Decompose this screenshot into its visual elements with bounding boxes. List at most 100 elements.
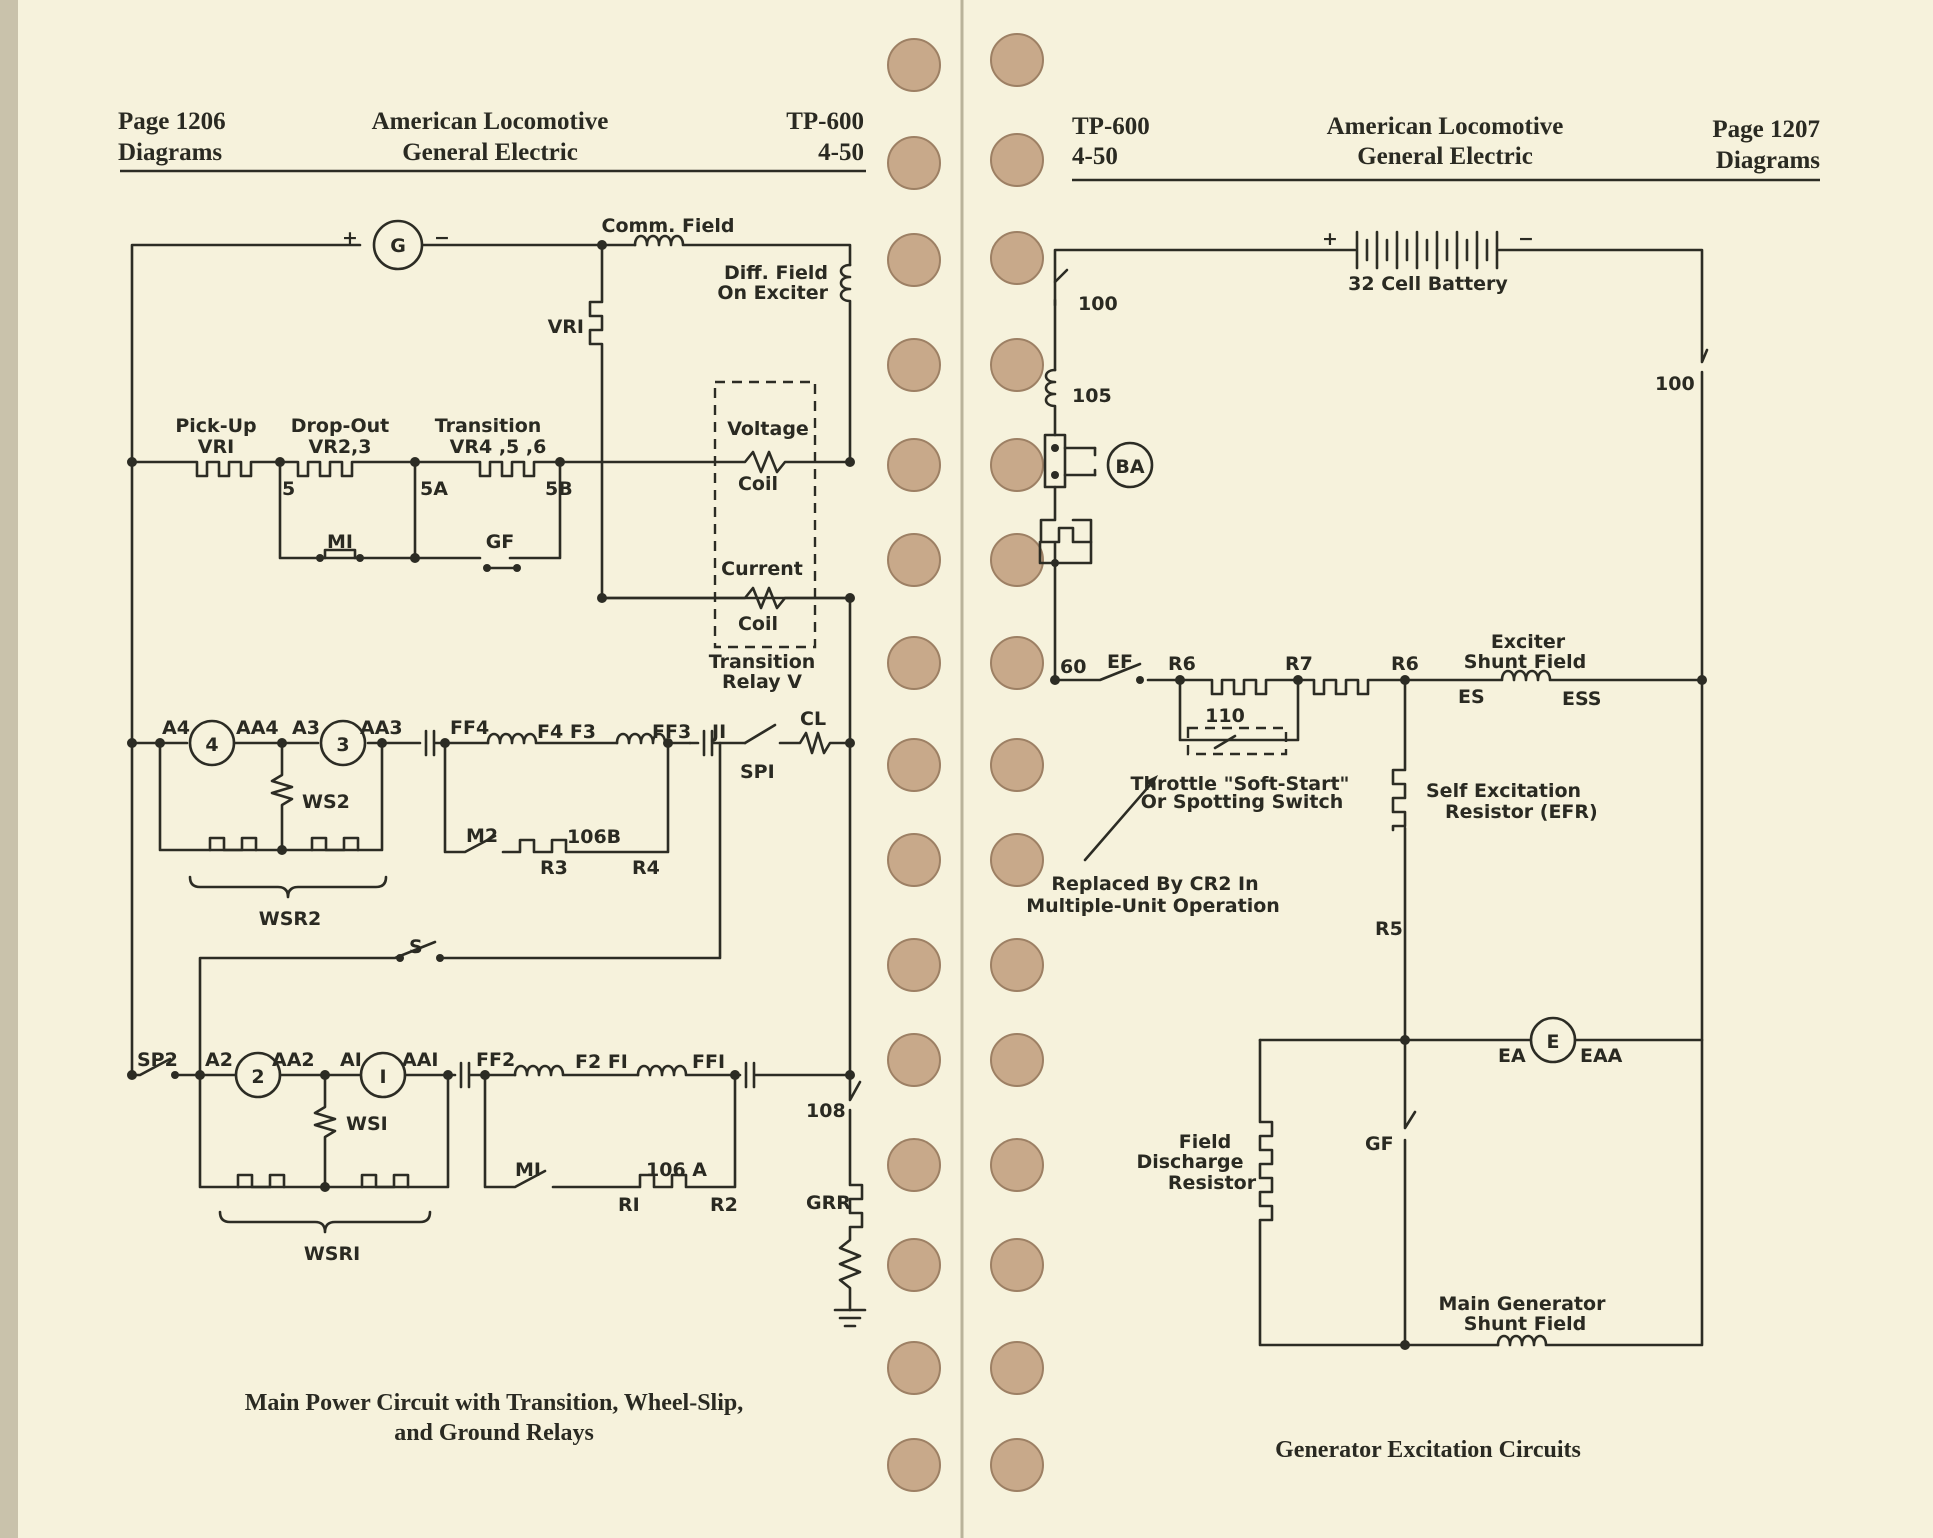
generator-excitation-circuit bbox=[1038, 230, 1709, 1350]
sp1-label: SPI bbox=[740, 761, 775, 783]
r2-label: R2 bbox=[710, 1194, 738, 1216]
dropout-label-1: Drop-Out bbox=[291, 415, 389, 437]
ea-label: EA bbox=[1498, 1045, 1526, 1067]
transition-relay-label-1: Transition bbox=[709, 651, 816, 673]
ef-label: EF bbox=[1107, 651, 1133, 673]
ff1-label: FFI bbox=[692, 1051, 725, 1073]
voltage-label: Voltage bbox=[727, 418, 809, 440]
r5-label: R5 bbox=[1375, 918, 1403, 940]
aa2-label: AA2 bbox=[272, 1049, 315, 1071]
108-label: 108 bbox=[806, 1100, 846, 1122]
left-publisher-1: American Locomotive bbox=[372, 108, 609, 135]
m2-label: M2 bbox=[466, 825, 498, 847]
gen-label: G bbox=[390, 235, 406, 257]
left-diagram-labels: + G − Comm. Field Diff. Field On Exciter… bbox=[137, 215, 851, 1265]
throttle-label-2: Or Spotting Switch bbox=[1141, 791, 1344, 813]
pickup-label-1: Pick-Up bbox=[175, 415, 256, 437]
binding-holes bbox=[887, 33, 1044, 1492]
e-label: E bbox=[1547, 1031, 1560, 1053]
node-5-label: 5 bbox=[282, 478, 295, 500]
left-page bbox=[18, 0, 970, 1538]
a1-label: AI bbox=[340, 1049, 362, 1071]
106b-label: 106B bbox=[567, 826, 621, 848]
ws2-label: WS2 bbox=[302, 791, 350, 813]
a3-label: A3 bbox=[292, 717, 320, 739]
vr1-label: VRI bbox=[548, 316, 584, 338]
main-gen-label-2: Shunt Field bbox=[1464, 1313, 1586, 1335]
switch-100b-label: 100 bbox=[1655, 373, 1695, 395]
left-page-number: Page 1206 bbox=[118, 108, 226, 135]
r1-label: RI bbox=[618, 1194, 640, 1216]
battery-ammeter-ba bbox=[1106, 441, 1154, 489]
es-label: ES bbox=[1458, 686, 1485, 708]
exciter-label-2: Shunt Field bbox=[1464, 651, 1586, 673]
throttle-label-1: Throttle "Soft-Start" bbox=[1131, 773, 1350, 795]
left-header: Page 1206 Diagrams American Locomotive G… bbox=[118, 108, 866, 173]
motor-3 bbox=[319, 719, 367, 767]
ff4-label: FF4 bbox=[450, 717, 489, 739]
node-5a-label: 5A bbox=[420, 478, 448, 500]
node-60-label: 60 bbox=[1060, 656, 1086, 678]
j1-label: JI bbox=[710, 721, 726, 743]
ws1-label: WSI bbox=[346, 1113, 388, 1135]
wsr2-label: WSR2 bbox=[259, 908, 322, 930]
battery-plus-label: + bbox=[1322, 228, 1338, 250]
diff-field-label-1: Diff. Field bbox=[724, 262, 828, 284]
voltage-coil-label: Coil bbox=[738, 473, 778, 495]
battery-cells bbox=[1355, 230, 1499, 270]
right-publisher-1: American Locomotive bbox=[1327, 113, 1564, 140]
gf-label: GF bbox=[486, 531, 515, 553]
gf-switch-label: GF bbox=[1365, 1133, 1394, 1155]
generator-g bbox=[372, 219, 424, 271]
eaa-label: EAA bbox=[1580, 1045, 1623, 1067]
left-doc-date: 4-50 bbox=[818, 139, 864, 166]
switch-100a-label: 100 bbox=[1078, 293, 1118, 315]
fdr-label-2: Discharge bbox=[1136, 1151, 1243, 1173]
main-gen-label-1: Main Generator bbox=[1439, 1293, 1607, 1315]
current-label: Current bbox=[721, 558, 803, 580]
right-publisher-2: General Electric bbox=[1357, 143, 1533, 170]
fdr-label-3: Resistor bbox=[1168, 1172, 1257, 1194]
106a-label: 106 A bbox=[646, 1159, 707, 1181]
f2f1-label: F2 FI bbox=[575, 1051, 628, 1073]
right-caption: Generator Excitation Circuits bbox=[1275, 1437, 1581, 1463]
ess-label: ESS bbox=[1562, 688, 1602, 710]
fdr-label-1: Field bbox=[1179, 1131, 1232, 1153]
motor-1-label: I bbox=[379, 1066, 386, 1088]
motor-3-label: 3 bbox=[336, 734, 349, 756]
ff3-label: FF3 bbox=[652, 721, 691, 743]
motor-2-label: 2 bbox=[251, 1066, 264, 1088]
fuse-105-label: 105 bbox=[1072, 385, 1112, 407]
r4-label: R4 bbox=[632, 857, 660, 879]
left-publisher-2: General Electric bbox=[402, 139, 578, 166]
transition-label-2: VR4 ,5 ,6 bbox=[450, 436, 547, 458]
transition-label-1: Transition bbox=[435, 415, 542, 437]
right-doc-date: 4-50 bbox=[1072, 143, 1118, 170]
switch-110-label: 110 bbox=[1205, 705, 1245, 727]
right-header: TP-600 4-50 American Locomotive General … bbox=[1072, 113, 1820, 182]
ff2-label: FF2 bbox=[476, 1049, 515, 1071]
motor-4-label: 4 bbox=[205, 734, 218, 756]
gen-minus-label: − bbox=[434, 227, 450, 249]
r3-label: R3 bbox=[540, 857, 568, 879]
exciter-label-1: Exciter bbox=[1491, 631, 1566, 653]
left-caption-1: Main Power Circuit with Transition, Whee… bbox=[245, 1390, 743, 1416]
replaced-label-1: Replaced By CR2 In bbox=[1051, 873, 1258, 895]
battery-minus-label: − bbox=[1518, 228, 1534, 250]
r6a-label: R6 bbox=[1168, 653, 1196, 675]
current-coil-label: Coil bbox=[738, 613, 778, 635]
left-section: Diagrams bbox=[118, 139, 222, 166]
self-excitation-label-1: Self Excitation bbox=[1426, 780, 1581, 802]
m1b-label: MI bbox=[515, 1159, 541, 1181]
m1-label: MI bbox=[327, 531, 353, 553]
aa4-label: AA4 bbox=[236, 717, 279, 739]
transition-relay-box bbox=[713, 380, 817, 649]
right-page-number: Page 1207 bbox=[1712, 116, 1820, 143]
a4-label: A4 bbox=[162, 717, 190, 739]
grr-label: GRR bbox=[806, 1192, 851, 1214]
a2-label: A2 bbox=[205, 1049, 233, 1071]
main-power-circuit bbox=[127, 219, 867, 1328]
wsr1-label: WSRI bbox=[304, 1243, 360, 1265]
right-doc-number: TP-600 bbox=[1072, 113, 1150, 140]
